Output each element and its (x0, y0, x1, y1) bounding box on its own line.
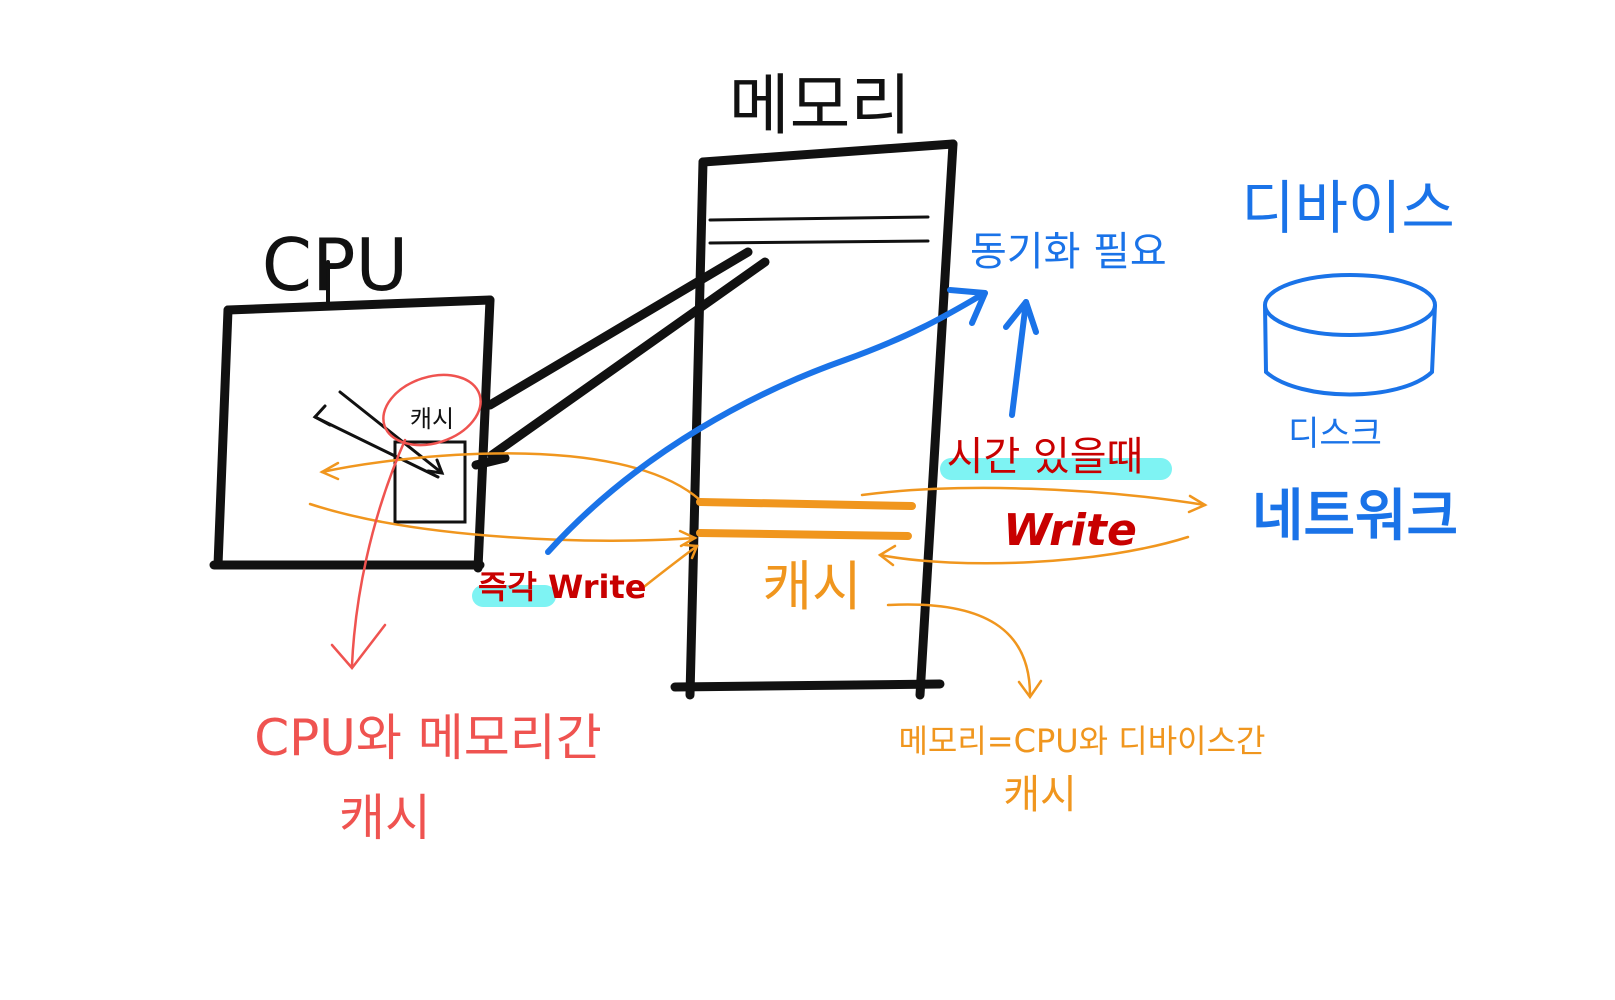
disk-label: 디스크 (1288, 414, 1382, 454)
cpu-block (209, 260, 495, 573)
disk-icon (1263, 273, 1437, 397)
blue-arrows (545, 287, 1039, 555)
highlight-when-free (940, 458, 1172, 480)
memory-cache-stripes (696, 498, 916, 540)
cpu-cache-label: 캐시 (410, 405, 454, 433)
write-right-label: Write (1003, 505, 1137, 556)
orange-arrows-right (860, 486, 1208, 700)
cpu-mem-cache-line2: 캐시 (339, 789, 431, 847)
memory-bus (471, 247, 770, 470)
cpu-title: CPU (262, 223, 408, 307)
memory-title: 메모리 (729, 67, 911, 144)
cpu-cache-circle (382, 373, 482, 447)
memory-cache-label: 캐시 (762, 555, 861, 618)
device-title: 디바이스 (1241, 174, 1454, 242)
immediate-write-label: 즉각 Write (478, 568, 647, 606)
sync-needed-label: 동기화 필요 (970, 229, 1167, 275)
mem-dev-cache-line2: 캐시 (1003, 772, 1077, 818)
orange-arrows-left (308, 452, 702, 592)
network-label: 네트워크 (1252, 484, 1458, 549)
mem-dev-cache-line1: 메모리=CPU와 디바이스간 (898, 722, 1265, 760)
highlight-immediate (472, 585, 556, 607)
when-free-label: 시간 있을때 (947, 434, 1144, 480)
cpu-mem-cache-line1: CPU와 메모리간 (254, 709, 602, 767)
red-arrow-down (330, 438, 407, 670)
cpu-inner-cache (312, 390, 467, 524)
